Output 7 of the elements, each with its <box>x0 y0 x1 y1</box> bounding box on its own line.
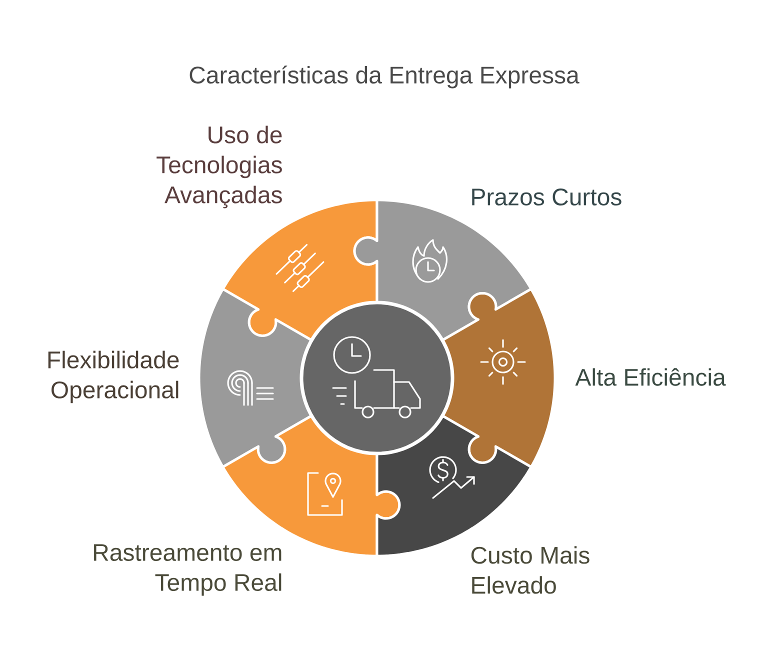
piece-label: Flexibilidade Operacional <box>48 350 179 404</box>
piece-label: Rastreamento em Tempo Real <box>94 544 282 596</box>
piece-label: Uso de Tecnologias Avançadas <box>156 126 282 208</box>
piece-label: Prazos Curtos <box>472 188 622 206</box>
piece-label: Alta Eficiência <box>575 368 726 386</box>
title: Características da Entrega Expressa <box>190 66 580 88</box>
piece-label: Custo Mais Elevado <box>471 546 590 594</box>
